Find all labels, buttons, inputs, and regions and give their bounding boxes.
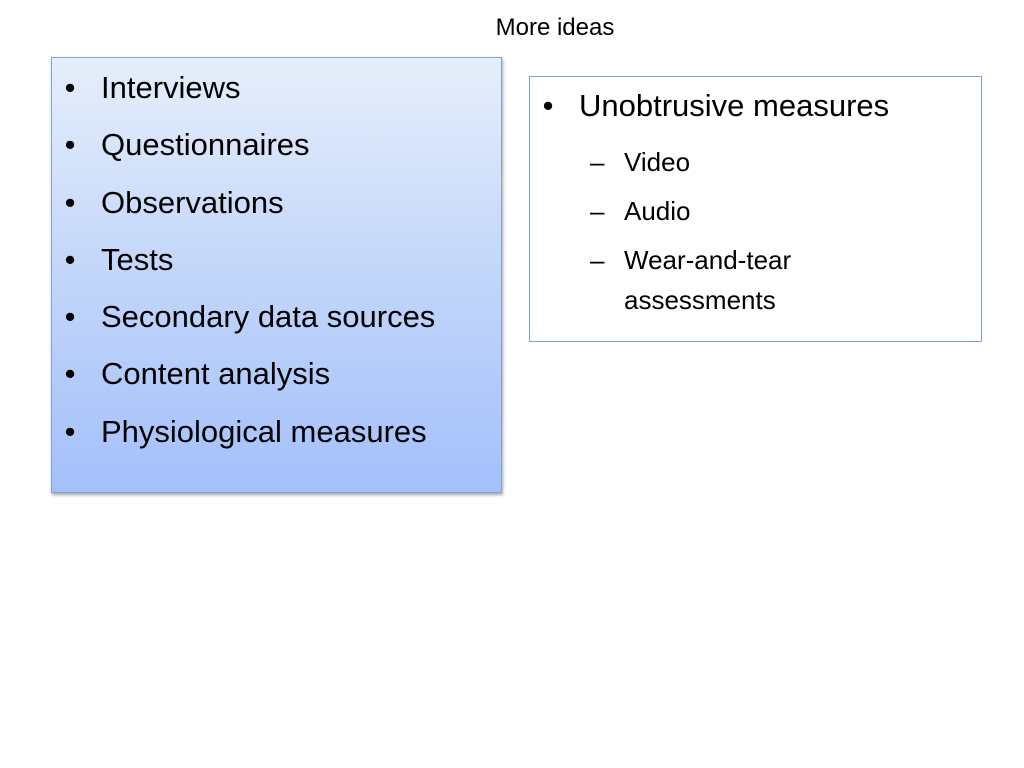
sub-list-item-label: Wear-and-tear assessments <box>624 245 792 315</box>
list-item: • Secondary data sources <box>52 297 436 354</box>
bullet-icon: • <box>64 184 76 220</box>
list-item-label: Observations <box>101 184 284 220</box>
bullet-icon: • <box>64 299 76 335</box>
bullet-icon: • <box>542 88 554 123</box>
list-item: • Interviews <box>52 68 435 125</box>
main-bullet-item: • Unobtrusive measures <box>530 86 890 126</box>
list-item-label: Interviews <box>101 70 241 105</box>
unobtrusive-measures-box: •Unobtrusive measures –Video –Audio –Wea… <box>529 76 982 342</box>
methods-list: • Interviews • Questionnaires • Observation… <box>52 68 436 469</box>
dash-icon: – <box>590 147 605 177</box>
sub-list-item-label: Video <box>624 147 691 177</box>
list-item-label: Content analysis <box>101 356 331 392</box>
sub-list-item-label: Audio <box>624 196 691 226</box>
list-item: • Content analysis <box>52 354 435 411</box>
bullet-icon: • <box>64 413 76 449</box>
list-item-label: Questionnaires <box>101 127 310 163</box>
methods-list-box: • Interviews • Questionnaires • Observation… <box>51 57 502 493</box>
list-item: • Observations <box>52 183 435 240</box>
main-bullet-label: Unobtrusive measures <box>579 88 890 123</box>
list-item: • Tests <box>52 240 435 297</box>
list-item-label: Tests <box>101 241 174 277</box>
dash-icon: – <box>590 245 605 275</box>
dash-icon: – <box>590 196 605 226</box>
bullet-icon: • <box>64 356 76 392</box>
list-item: • Physiological measures <box>52 412 435 469</box>
list-item: • Questionnaires <box>52 125 435 182</box>
bullet-icon: • <box>64 241 76 277</box>
sub-list-item: –Wear-and-tear assessments <box>530 240 884 320</box>
sub-list-item: –Audio <box>530 191 884 231</box>
list-item-label: Secondary data sources <box>101 299 436 335</box>
bullet-icon: • <box>64 70 76 105</box>
slide-title: More ideas <box>495 14 615 41</box>
bullet-icon: • <box>64 127 76 163</box>
sub-bullet-list: –Video –Audio –Wear-and-tear assessments <box>530 142 884 329</box>
list-item-label: Physiological measures <box>101 413 427 449</box>
sub-list-item: –Video <box>530 142 884 182</box>
